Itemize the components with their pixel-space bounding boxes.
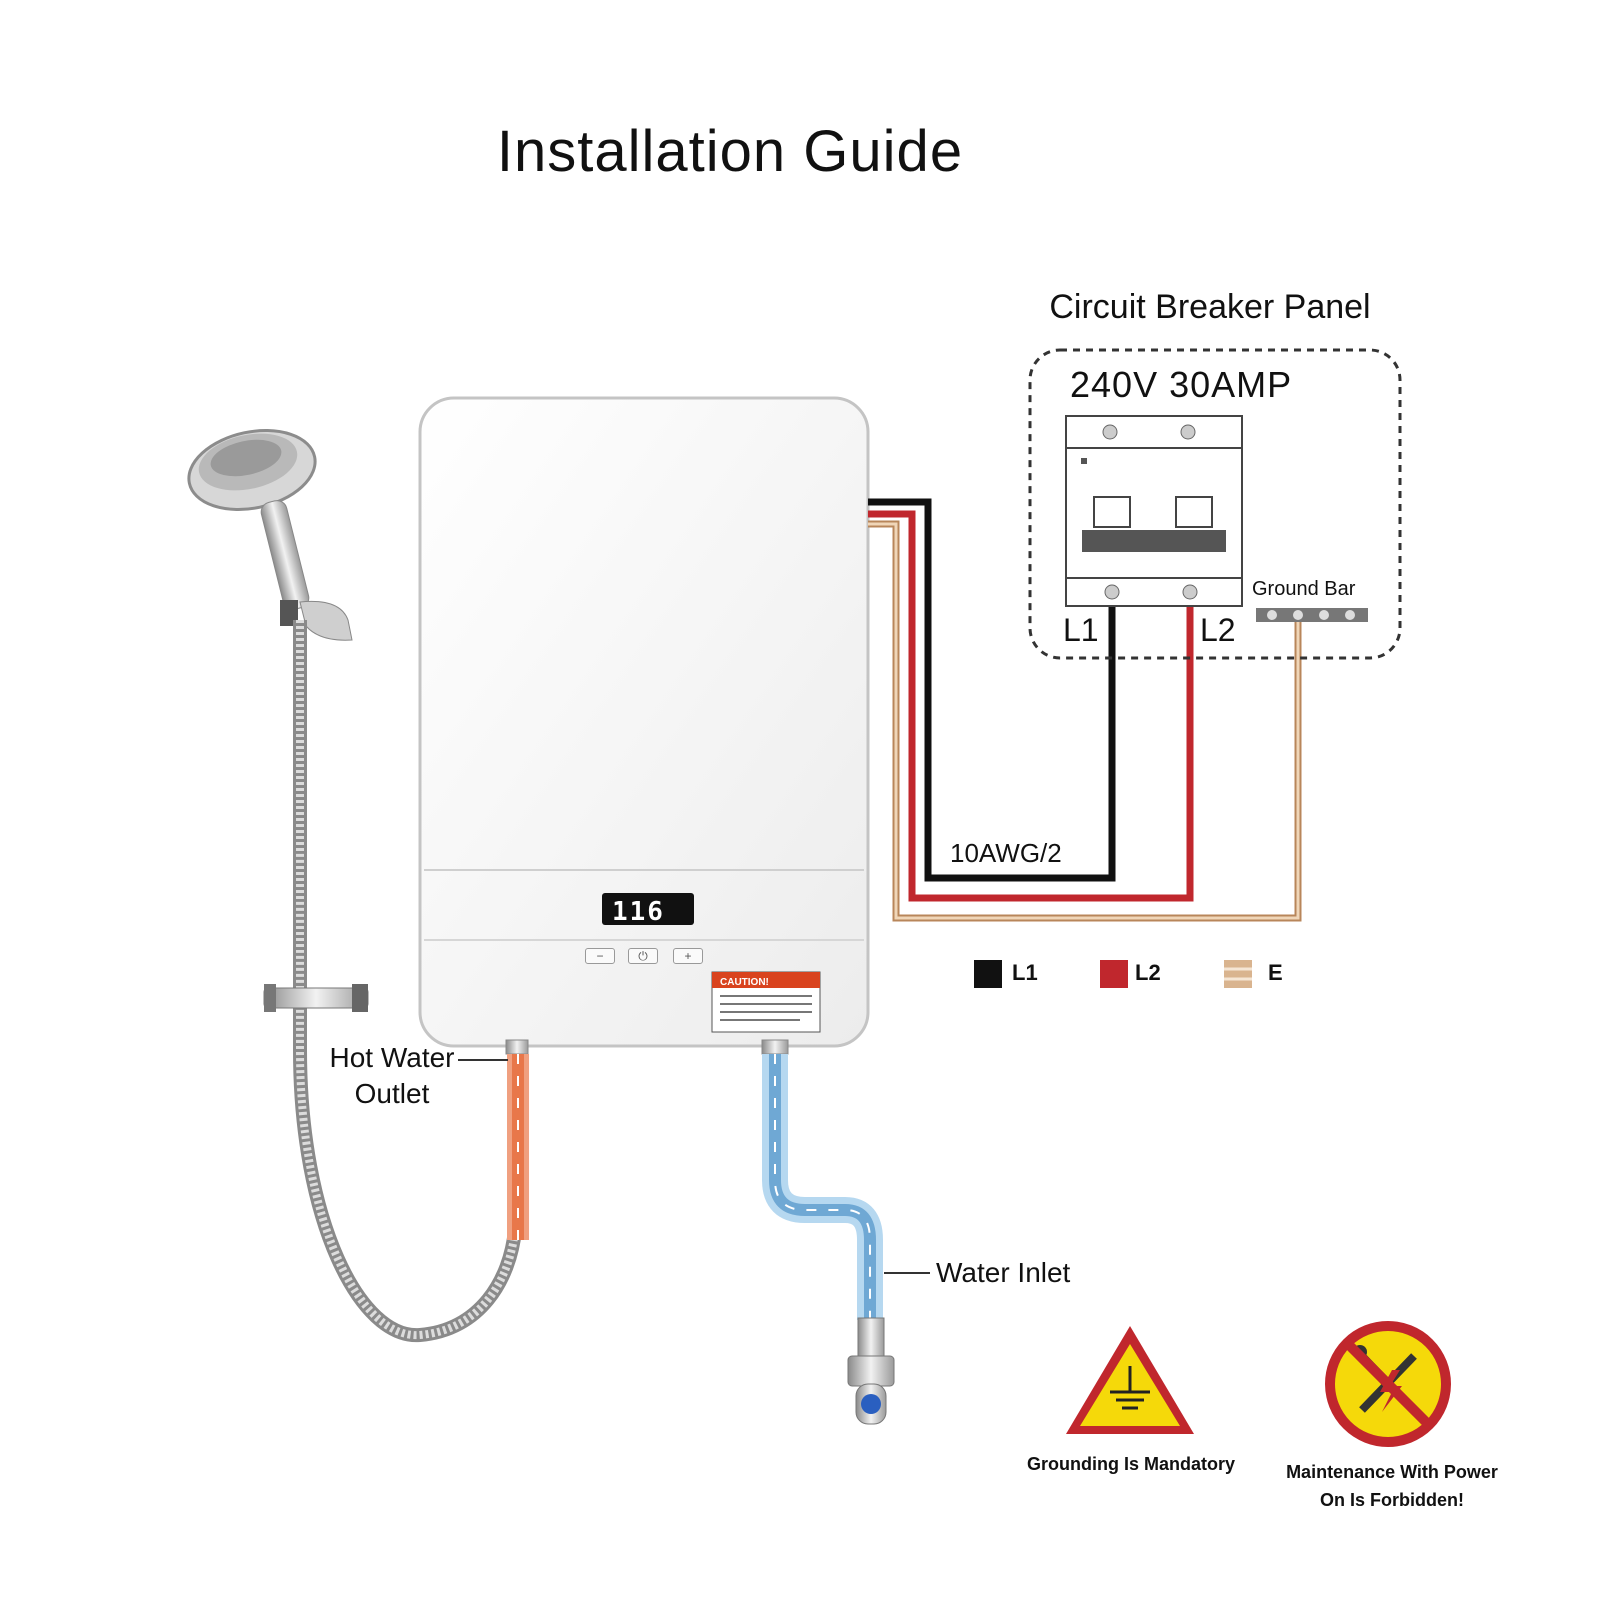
panel-title: Circuit Breaker Panel bbox=[1049, 288, 1371, 326]
panel-rating: 240V 30AMP bbox=[1070, 364, 1293, 405]
decrease-button[interactable]: − bbox=[585, 948, 615, 964]
legend-swatch-e bbox=[1224, 960, 1252, 988]
no-maintenance-icon bbox=[1325, 1321, 1451, 1447]
wire-gauge-label: 10AWG/2 bbox=[950, 838, 1062, 868]
ground-bar-icon bbox=[1256, 608, 1368, 622]
ground-bar-label: Ground Bar bbox=[1252, 578, 1356, 600]
breaker-label-l2: L2 bbox=[1200, 612, 1236, 648]
water-inlet-label: Water Inlet bbox=[936, 1257, 1071, 1288]
caution-label-title: CAUTION! bbox=[720, 977, 769, 988]
temperature-readout: 116 bbox=[612, 897, 665, 927]
slide-bracket-icon bbox=[263, 984, 369, 1012]
maintenance-warning-label: Maintenance With Power On Is Forbidden! bbox=[1286, 1462, 1498, 1510]
hot-water-outlet-label: Hot Water Outlet bbox=[329, 1042, 455, 1109]
increase-button[interactable]: + bbox=[673, 948, 703, 964]
cold-water-pipe bbox=[762, 1054, 883, 1320]
breaker-label-l1: L1 bbox=[1063, 612, 1099, 648]
water-heater bbox=[418, 396, 870, 1055]
wiring bbox=[868, 498, 1302, 922]
page-title: Installation Guide bbox=[496, 119, 964, 184]
temperature-display bbox=[602, 893, 694, 925]
power-button[interactable]: ⏻ bbox=[628, 948, 658, 964]
shower-head-icon bbox=[187, 429, 353, 641]
legend-label-l1: L1 bbox=[1012, 960, 1038, 985]
inlet-valve-icon bbox=[847, 1317, 895, 1425]
legend-swatch-l1 bbox=[974, 960, 1002, 988]
grounding-warning-icon bbox=[1066, 1326, 1194, 1434]
grounding-warning-label: Grounding Is Mandatory bbox=[1026, 1454, 1235, 1474]
legend-swatch-l2 bbox=[1100, 960, 1128, 988]
circuit-breaker-icon bbox=[1065, 415, 1243, 607]
legend-label-e: E bbox=[1268, 960, 1283, 985]
circuit-breaker-panel bbox=[1028, 348, 1402, 660]
legend-label-l2: L2 bbox=[1135, 960, 1161, 985]
